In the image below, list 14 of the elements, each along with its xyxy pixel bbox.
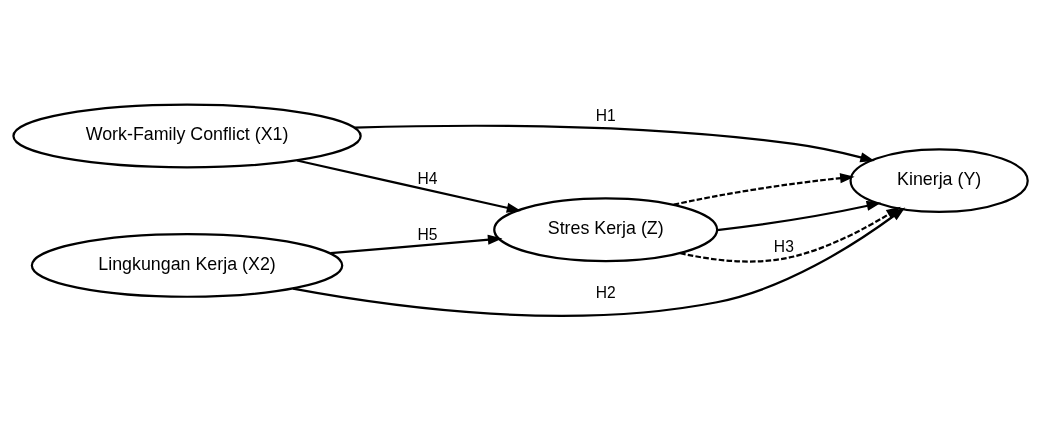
node-ellipse: Work-Family Conflict (X1) xyxy=(11,103,362,169)
edge-label: H5 xyxy=(417,226,438,243)
arrow xyxy=(716,200,881,232)
arrow xyxy=(353,124,875,163)
arrow xyxy=(296,159,521,213)
arrow xyxy=(679,206,901,263)
arrow xyxy=(673,173,855,206)
edge-label: H4 xyxy=(417,170,438,188)
node-ellipse: Lingkungan Kerja (X2) xyxy=(30,233,343,298)
edge-label: H2 xyxy=(595,284,616,302)
arrow xyxy=(330,234,502,255)
edge-label: H1 xyxy=(595,106,616,124)
node-ellipse: Stres Kerja (Z) xyxy=(492,197,718,263)
edge-label: H3 xyxy=(773,238,794,256)
